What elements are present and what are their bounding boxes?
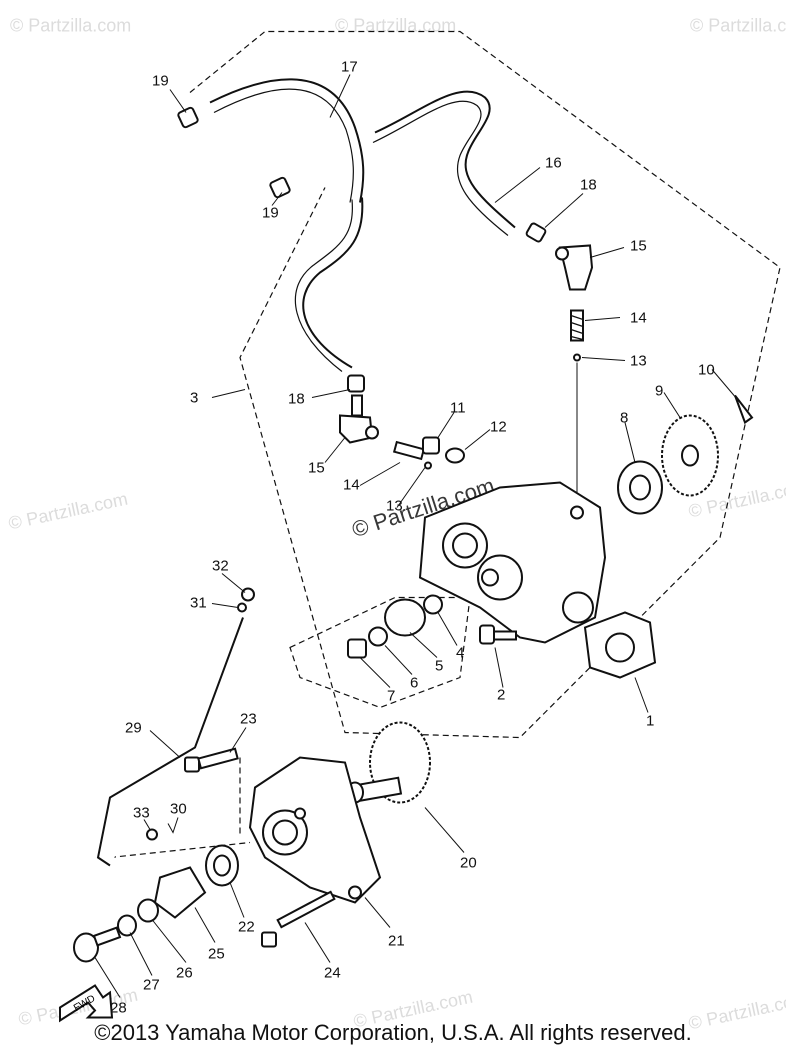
ball-13-right: [573, 353, 581, 362]
callout-9: 9: [655, 383, 663, 400]
seal-22: [205, 844, 239, 887]
clamp-18-left: [347, 374, 365, 393]
pin-31: [237, 602, 247, 613]
screw-28: [73, 926, 122, 963]
callout-16: 16: [545, 155, 562, 172]
callout-23: 23: [240, 711, 257, 728]
callout-15-right: 15: [630, 238, 647, 255]
callout-28: 28: [110, 1000, 127, 1017]
callout-5: 5: [435, 658, 443, 675]
callout-4: 4: [456, 645, 464, 662]
washer-26: [137, 898, 159, 923]
leader-lines: [94, 74, 741, 998]
callout-15-left: 15: [308, 460, 325, 477]
callout-14-right: 14: [630, 310, 647, 327]
callout-20: 20: [460, 855, 477, 872]
watermark-top-left: © Partzilla.com: [10, 16, 131, 36]
bolt-24: [261, 890, 336, 948]
callout-numbers: 1 2 3 4 5 6 7 8 9 10 11 12 13 13 14 14 1…: [110, 59, 715, 1017]
bearing-8: [617, 460, 663, 515]
pin-30: [167, 817, 179, 834]
callout-31: 31: [190, 595, 207, 612]
gear-9: [661, 414, 719, 497]
callout-13-left: 13: [386, 498, 403, 515]
washer-27: [117, 914, 137, 937]
callout-6: 6: [410, 675, 418, 692]
ball-13-left: [424, 461, 432, 470]
copyright-text: ©2013 Yamaha Motor Corporation, U.S.A. A…: [94, 1020, 692, 1045]
callout-33: 33: [133, 805, 150, 822]
assembly-outline-washers: [289, 596, 471, 709]
clamp-19-top: [177, 106, 199, 129]
rod-29: [96, 617, 244, 867]
callout-19-lower: 19: [262, 205, 279, 222]
callout-8: 8: [620, 410, 628, 427]
banjo-fitting-15-left: [339, 394, 379, 444]
callout-2: 2: [497, 687, 505, 704]
callout-30: 30: [170, 801, 187, 818]
bolt-2: [479, 624, 517, 645]
spring-14-left: [392, 440, 426, 461]
callout-10: 10: [698, 362, 715, 379]
callout-25: 25: [208, 946, 225, 963]
callout-24: 24: [324, 965, 341, 982]
callout-12: 12: [490, 419, 507, 436]
callout-3: 3: [190, 390, 198, 407]
bolt-11: [422, 436, 440, 455]
callout-14-left: 14: [343, 477, 360, 494]
washer-4: [423, 594, 443, 615]
hose-16: [372, 90, 516, 236]
clip-32: [241, 587, 255, 602]
washer-12: [445, 447, 465, 464]
spring-14-right: [570, 309, 584, 342]
callout-18-right: 18: [580, 177, 597, 194]
callout-29: 29: [125, 720, 142, 737]
callout-7: 7: [387, 688, 395, 705]
clamp-19-lower: [269, 176, 291, 199]
washer-6: [368, 626, 388, 647]
gasket-1: [583, 611, 657, 679]
callout-17: 17: [341, 59, 358, 76]
watermark-mid-left: © Partzilla.com: [7, 489, 130, 534]
clamp-18-right: [525, 222, 547, 243]
callout-18-left: 18: [288, 391, 305, 408]
callout-11: 11: [450, 400, 466, 417]
hose-17: [209, 78, 365, 372]
bolt-guide-lines: [109, 757, 251, 859]
callout-22: 22: [238, 919, 255, 936]
assembly-outline-upper: [189, 30, 781, 739]
fwd-arrow: FWD: [59, 984, 114, 1023]
bolt-23: [184, 747, 239, 773]
callout-1: 1: [646, 713, 654, 730]
cover-21: [248, 756, 382, 904]
watermarks: © Partzilla.com © Partzilla.com © Partzi…: [7, 16, 786, 1034]
drive-gear-20: [342, 721, 431, 805]
callout-26: 26: [176, 965, 193, 982]
plate-5: [384, 598, 426, 637]
callout-27: 27: [143, 977, 160, 994]
banjo-fitting-15-right: [555, 244, 594, 291]
bracket-25: [153, 866, 207, 919]
nut-7: [347, 638, 367, 659]
callout-32: 32: [212, 558, 229, 575]
callout-21: 21: [388, 933, 405, 950]
watermark-top-right: © Partzilla.com: [690, 16, 786, 36]
callout-19-top: 19: [152, 73, 169, 90]
watermark-top-mid: © Partzilla.com: [335, 16, 456, 36]
oil-pump-body: [418, 481, 607, 644]
callout-13-right: 13: [630, 353, 647, 370]
washer-33: [146, 828, 158, 841]
